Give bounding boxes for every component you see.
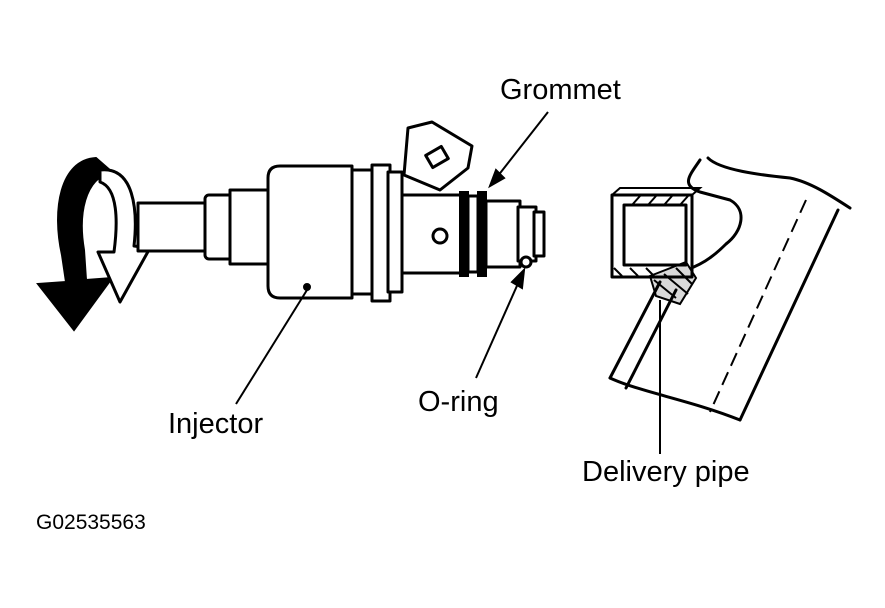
o-ring-leader <box>475 269 525 379</box>
injector-label: Injector <box>168 408 264 440</box>
rotation-arrow-white <box>96 168 152 304</box>
injector <box>136 120 546 303</box>
o-ring-label: O-ring <box>418 386 499 418</box>
injector-leader <box>235 289 308 405</box>
delivery-pipe <box>608 156 852 422</box>
rotation-arrow-black <box>36 156 115 332</box>
grommet-label: Grommet <box>500 74 621 106</box>
delivery-pipe-label: Delivery pipe <box>582 456 750 488</box>
figure-code: G02535563 <box>36 511 146 534</box>
